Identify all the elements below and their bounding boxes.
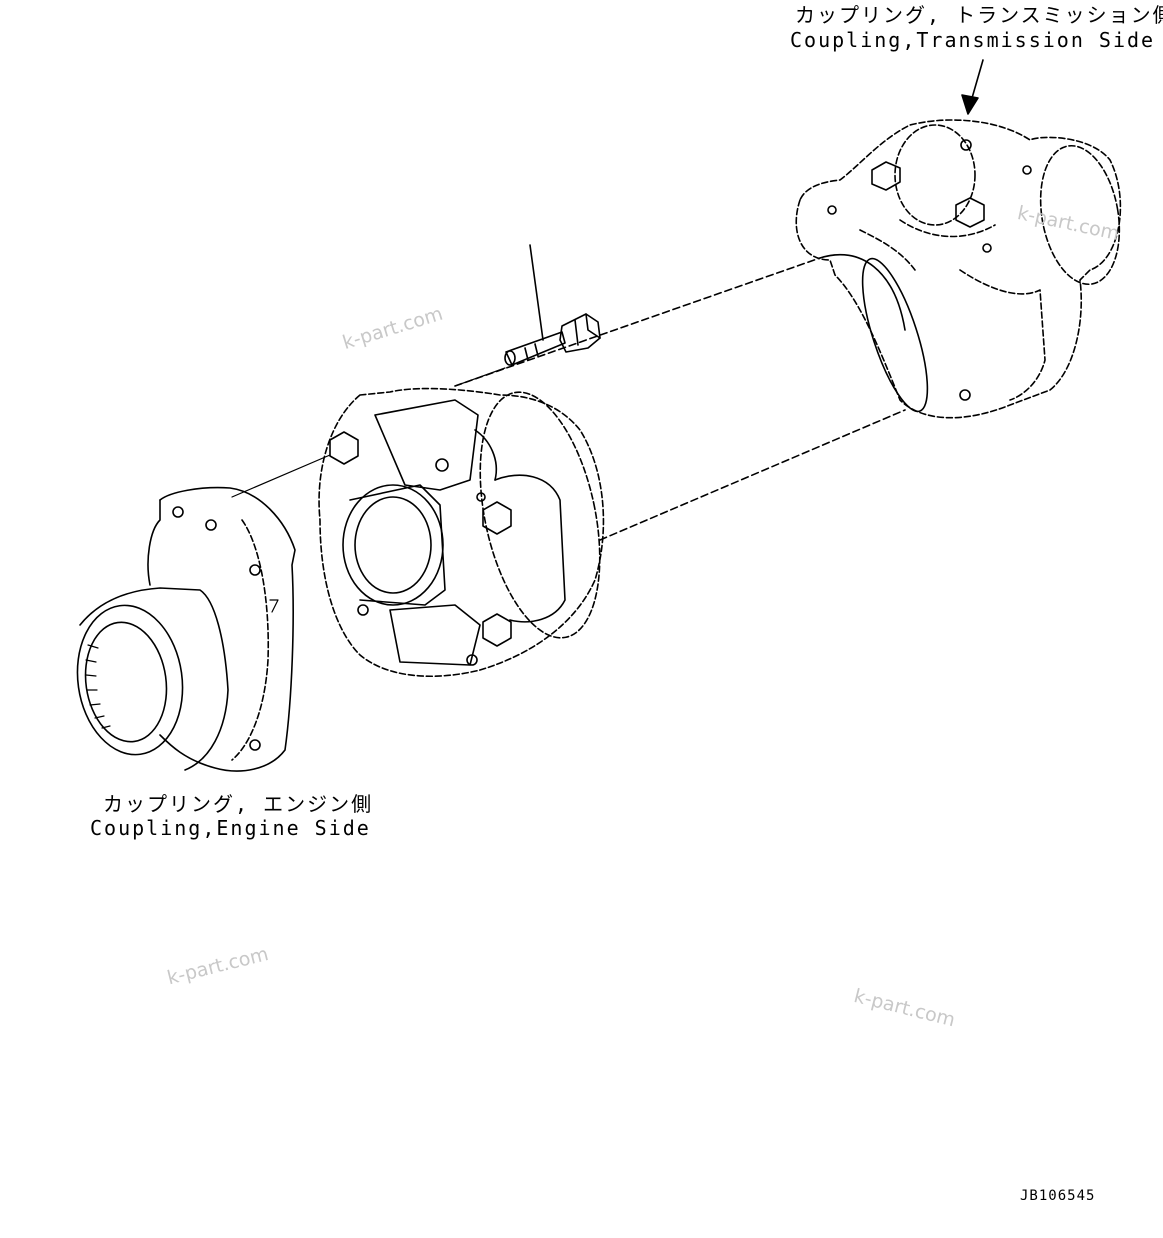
engine-side-coupling-assembly	[318, 387, 605, 678]
alignment-line-2	[454, 367, 506, 387]
bolt-leader-line	[529, 244, 544, 341]
engine-label-en: Coupling,Engine Side	[90, 816, 371, 840]
transmission-label-en: Coupling,Transmission Side	[790, 28, 1156, 52]
transmission-side-coupling	[795, 119, 1122, 419]
transmission-side-bolts	[827, 139, 1032, 401]
mid-coupling-bolts	[329, 431, 512, 666]
engine-label-jp: カップリング, エンジン側	[103, 792, 374, 816]
transmission-label-arrow	[961, 59, 984, 115]
drawing-reference-number: JB106545	[1020, 1188, 1096, 1204]
engine-side-flange	[76, 486, 296, 772]
transmission-label-jp: カップリング, トランスミッション側	[795, 3, 1163, 27]
alignment-line	[231, 454, 331, 498]
drive-shaft-tube	[454, 253, 929, 541]
